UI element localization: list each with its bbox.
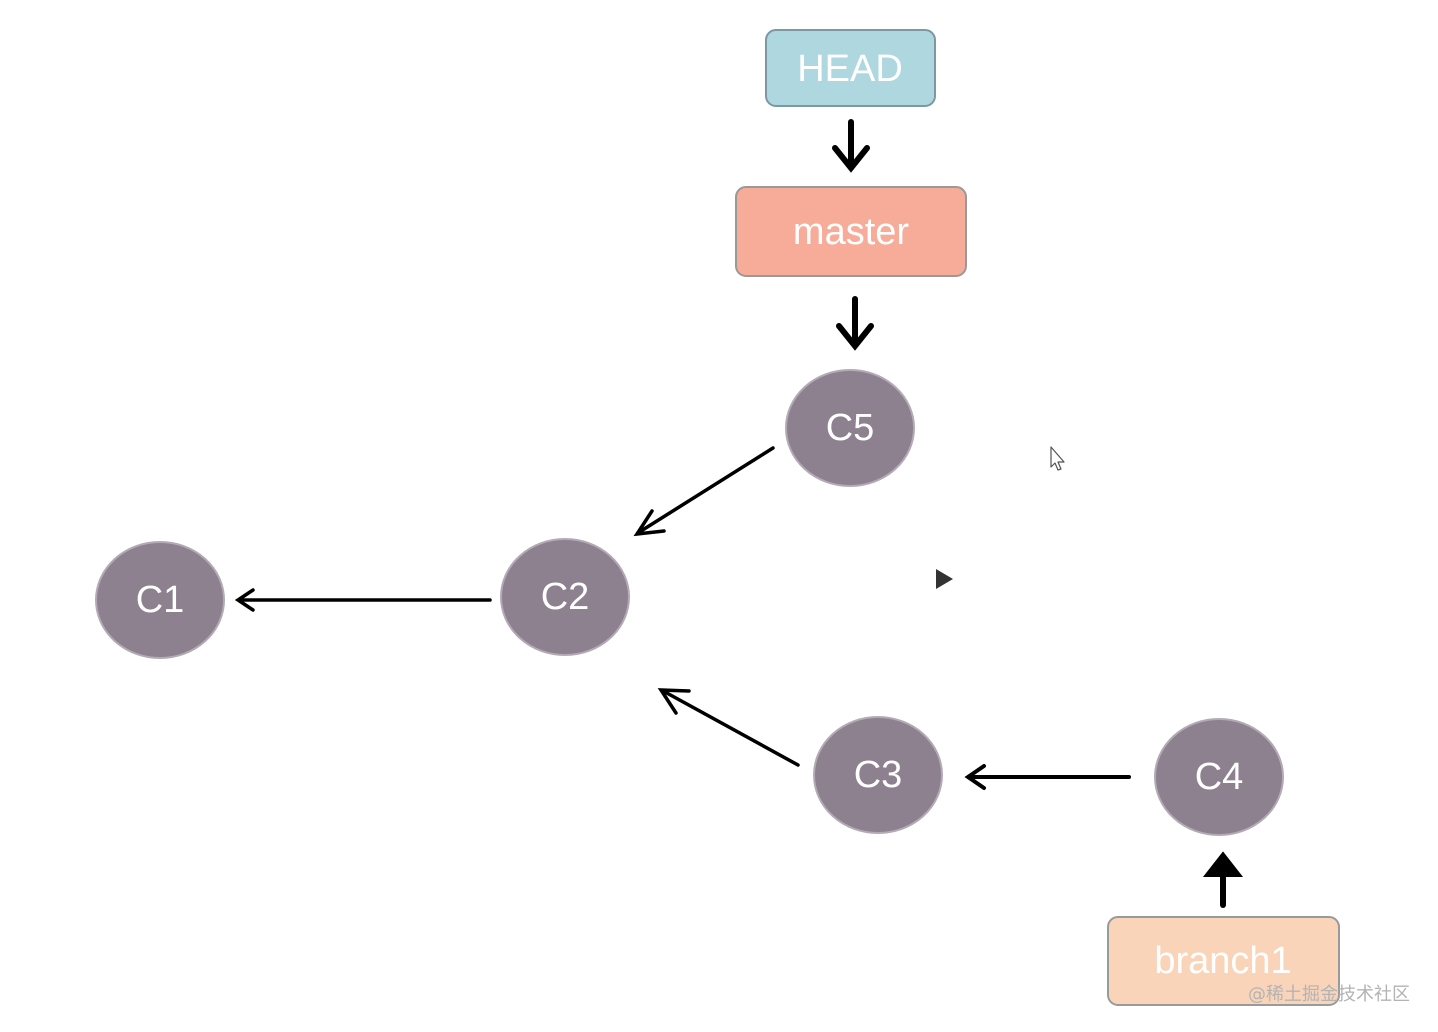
arrow-master-to-c5 <box>836 296 874 351</box>
mouse-cursor-icon <box>1050 446 1065 471</box>
master-ref: master <box>735 186 967 277</box>
commit-c2: C2 <box>500 538 630 656</box>
play-icon[interactable] <box>936 569 953 589</box>
master-label: master <box>793 211 909 253</box>
commit-c3-label: C3 <box>854 754 903 796</box>
commit-c5-label: C5 <box>826 407 875 449</box>
watermark-text: @稀土掘金技术社区 <box>1248 984 1410 1005</box>
commit-c4: C4 <box>1154 718 1284 836</box>
commit-c4-label: C4 <box>1195 756 1244 798</box>
branch1-ref: branch1 <box>1107 916 1340 1006</box>
commit-c2-label: C2 <box>541 576 590 618</box>
arrow-c3-to-c2 <box>657 688 800 767</box>
commit-c1: C1 <box>95 541 225 659</box>
arrow-c5-to-c2 <box>633 446 775 537</box>
arrow-branch1-to-c4 <box>1202 851 1244 908</box>
arrow-c4-to-c3 <box>964 764 1131 790</box>
arrow-c2-to-c1 <box>234 588 492 612</box>
head-ref: HEAD <box>765 29 936 107</box>
commit-c1-label: C1 <box>136 579 185 621</box>
arrow-head-to-master <box>832 119 870 173</box>
commit-c3: C3 <box>813 716 943 834</box>
head-label: HEAD <box>797 48 903 90</box>
branch1-label: branch1 <box>1154 940 1291 982</box>
commit-c5: C5 <box>785 369 915 487</box>
